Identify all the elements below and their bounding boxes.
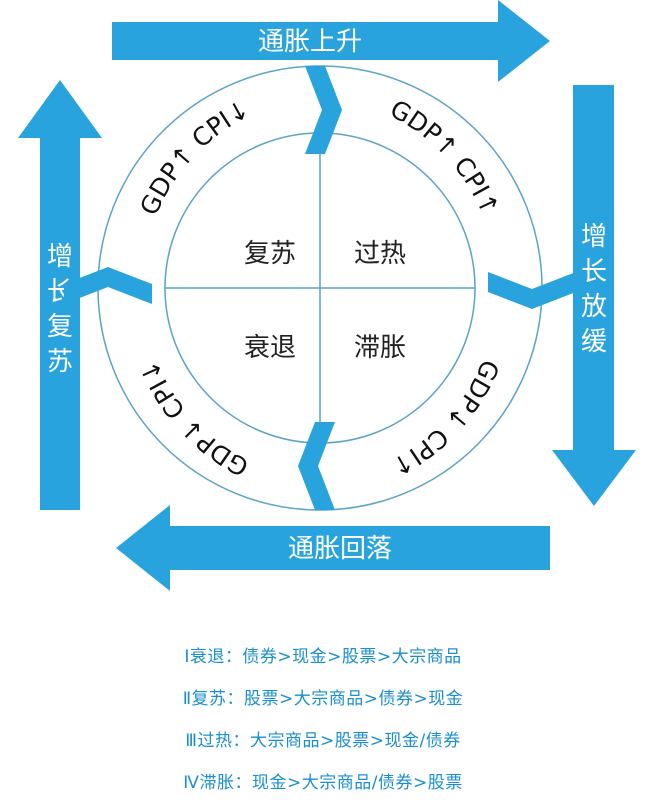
- quadrant-stagflation: 滞胀: [354, 333, 406, 363]
- arrow-left-shape: [116, 505, 550, 591]
- quadrant-recession: 衰退: [244, 333, 296, 363]
- chevron-left: [64, 267, 152, 304]
- legend-stagflation: Ⅳ滞胀：现金>大宗商品/债券>股票: [183, 773, 463, 793]
- growth-slowing-arrow: 增 长 放 缓: [552, 85, 636, 506]
- growth-slowing-char-4: 缓: [581, 327, 607, 357]
- inflation-rising-label: 通胀上升: [258, 27, 362, 57]
- arrow-down-shape: [552, 85, 636, 506]
- growth-slowing-char-3: 放: [581, 292, 607, 322]
- quadrant-recovery: 复苏: [244, 239, 296, 269]
- arrow-right-shape: [112, 0, 550, 82]
- arrow-up-shape: [18, 80, 102, 510]
- growth-recovery-char-3: 复: [47, 312, 73, 342]
- inflation-falling-arrow: 通胀回落: [116, 505, 550, 591]
- legend-recession: Ⅰ衰退：债券>现金>股票>大宗商品: [184, 647, 462, 667]
- asset-ranking-legend: Ⅰ衰退：债券>现金>股票>大宗商品 Ⅱ复苏：股票>大宗商品>债券>现金 Ⅲ过热：…: [0, 636, 646, 804]
- ring-label-bottom-left: GDP↓ CPI↓: [134, 356, 253, 482]
- growth-recovery-char-4: 苏: [47, 347, 73, 377]
- chevron-bottom: [298, 422, 335, 510]
- chevron-top: [305, 66, 342, 154]
- investment-clock-diagram: 通胀上升 增 长 放 缓 通胀回落 增 长 复 苏 GDP↑ CPI↓: [18, 0, 636, 591]
- inflation-falling-label: 通胀回落: [288, 534, 392, 564]
- growth-recovery-arrow: 增 长 复 苏: [18, 80, 102, 510]
- legend-recovery: Ⅱ复苏：股票>大宗商品>债券>现金: [182, 689, 464, 709]
- quadrant-overheat: 过热: [354, 239, 406, 269]
- growth-slowing-char-2: 长: [581, 257, 607, 287]
- growth-slowing-char-1: 增: [581, 222, 607, 252]
- growth-recovery-char-1: 增: [47, 242, 73, 272]
- phase-chevrons: [64, 66, 576, 510]
- chevron-right: [488, 272, 576, 309]
- legend-overheat: Ⅲ过热：大宗商品>股票>现金/债券: [185, 731, 461, 751]
- inflation-rising-arrow: 通胀上升: [112, 0, 550, 82]
